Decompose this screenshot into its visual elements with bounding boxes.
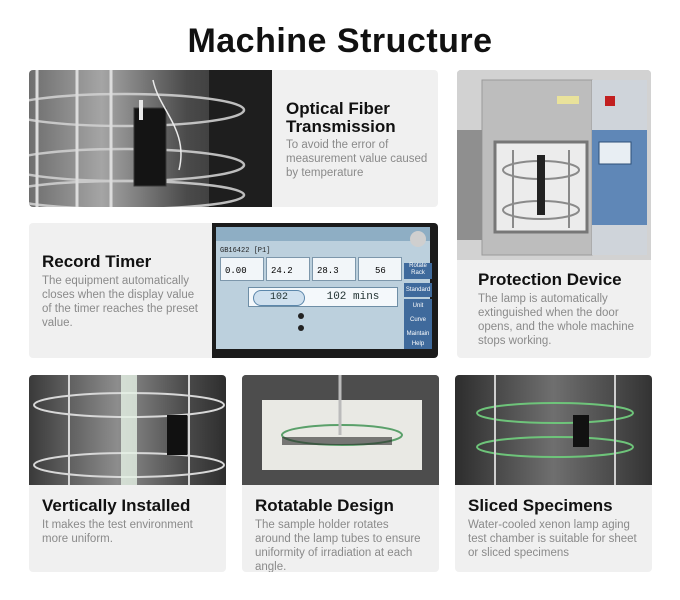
indicator-dot: [298, 313, 304, 319]
page-title: Machine Structure: [187, 22, 493, 60]
vertical-desc-1: It makes the test environment: [42, 519, 193, 531]
protection-heading: Protection Device: [478, 270, 622, 289]
optical-heading-1: Optical Fiber: [286, 99, 390, 118]
optical-desc-3: by temperature: [286, 167, 364, 179]
optical-desc-2: measurement value caused: [286, 153, 428, 165]
sliced-desc-2: test chamber is suitable for sheet: [468, 533, 637, 545]
side-button-maintain[interactable]: Maintain: [404, 327, 432, 341]
timer-desc-3: of the timer reaches the preset: [42, 303, 198, 315]
protection-desc-3: opens, and the whole machine: [478, 321, 634, 333]
timer-magnifier: 102 102 mins: [248, 287, 398, 307]
side-button-curve[interactable]: Curve: [404, 313, 432, 327]
protection-desc-2: extinguished when the door: [478, 307, 619, 319]
timer-desc-1: The equipment automatically: [42, 275, 190, 287]
reading-value: 56: [375, 266, 386, 276]
optical-fiber-photo: [29, 70, 272, 207]
sliced-desc-3: or sliced specimens: [468, 547, 569, 559]
timer-desc-2: closes when the display value: [42, 289, 195, 301]
vertical-photo: [29, 375, 226, 485]
timer-left-value: 102: [253, 290, 305, 306]
rotatable-desc-1: The sample holder rotates: [255, 519, 389, 531]
reading-box: 56: [358, 257, 402, 281]
timer-right-value: 102 mins: [326, 291, 380, 303]
timer-screen-photo: GB16422 [P1] 0.00 24.2 28.3 56 Rotate Ra…: [212, 223, 438, 358]
side-button-unit-status[interactable]: Unit Status: [404, 299, 432, 323]
card-sliced-specimens: Sliced Specimens Water-cooled xenon lamp…: [455, 375, 652, 572]
protection-device-photo: [457, 70, 651, 260]
protection-desc-4: stops working.: [478, 335, 552, 347]
rotatable-heading: Rotatable Design: [255, 496, 394, 515]
screen-model-label: GB16422 [P1]: [220, 247, 271, 255]
reading-value: 0.00: [225, 266, 247, 276]
card-optical-fiber: Optical Fiber Transmission To avoid the …: [29, 70, 438, 207]
reading-value: 28.3: [317, 266, 339, 276]
screen-knob-icon: [410, 231, 426, 247]
reading-box: 28.3: [312, 257, 356, 281]
card-record-timer: Record Timer The equipment automatically…: [29, 223, 438, 358]
timer-desc-4: value.: [42, 317, 73, 329]
optical-desc-1: To avoid the error of: [286, 139, 389, 151]
card-vertically-installed: Vertically Installed It makes the test e…: [29, 375, 226, 572]
side-button-rotate-rack[interactable]: Rotate Rack: [404, 263, 432, 279]
vertical-heading: Vertically Installed: [42, 496, 191, 515]
sliced-desc-1: Water-cooled xenon lamp aging: [468, 519, 630, 531]
side-button-help[interactable]: Help: [404, 340, 432, 349]
vertical-desc-2: more uniform.: [42, 533, 113, 545]
sliced-photo: [455, 375, 652, 485]
side-button-standard[interactable]: Standard: [404, 283, 432, 297]
reading-value: 24.2: [271, 266, 293, 276]
indicator-dot: [298, 325, 304, 331]
card-protection-device: Protection Device The lamp is automatica…: [457, 70, 651, 358]
rotatable-desc-2: around the lamp tubes to ensure: [255, 533, 421, 545]
timer-heading: Record Timer: [42, 252, 152, 271]
optical-heading-2: Transmission: [286, 117, 396, 136]
protection-desc-1: The lamp is automatically: [478, 293, 608, 305]
rotatable-desc-3: uniformity of irradiation at each: [255, 547, 413, 559]
rotatable-photo: [242, 375, 439, 485]
card-rotatable-design: Rotatable Design The sample holder rotat…: [242, 375, 439, 572]
sliced-heading: Sliced Specimens: [468, 496, 613, 515]
reading-box: 24.2: [266, 257, 310, 281]
reading-box: 0.00: [220, 257, 264, 281]
control-screen: GB16422 [P1] 0.00 24.2 28.3 56 Rotate Ra…: [216, 227, 432, 349]
screen-header-bar: [216, 227, 430, 241]
rotatable-desc-4: angle.: [255, 561, 287, 572]
